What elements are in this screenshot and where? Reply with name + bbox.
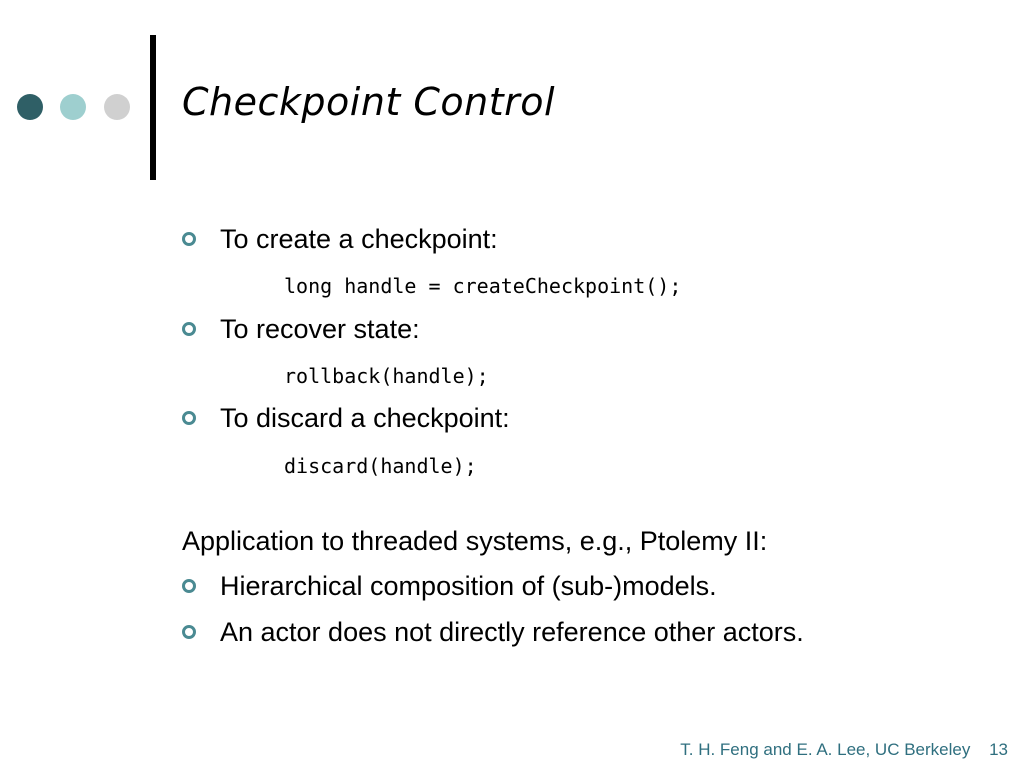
dark-teal-dot-icon (17, 94, 43, 120)
application-heading: Application to threaded systems, e.g., P… (182, 526, 768, 556)
grey-dot-icon (104, 94, 130, 120)
slide-footer: T. H. Feng and E. A. Lee, UC Berkeley 13 (680, 740, 1008, 760)
ring-bullet-icon (182, 579, 196, 593)
title-divider (150, 35, 156, 180)
bullet-text: To create a checkpoint: (220, 223, 498, 254)
ring-bullet-icon (182, 411, 196, 425)
footer-authors: T. H. Feng and E. A. Lee, UC Berkeley (680, 740, 971, 759)
code-line: long handle = createCheckpoint(); (284, 274, 682, 298)
bullet-text: An actor does not directly reference oth… (220, 616, 804, 647)
ring-bullet-icon (182, 232, 196, 246)
ring-bullet-icon (182, 322, 196, 336)
bullet-text: To discard a checkpoint: (220, 402, 510, 433)
bullet-text: Hierarchical composition of (sub-)models… (220, 570, 717, 601)
page-number: 13 (989, 740, 1008, 759)
code-line: rollback(handle); (284, 364, 489, 388)
bullet-text: To recover state: (220, 313, 420, 344)
ring-bullet-icon (182, 625, 196, 639)
light-teal-dot-icon (60, 94, 86, 120)
code-line: discard(handle); (284, 454, 477, 478)
slide-title: Checkpoint Control (182, 80, 556, 124)
